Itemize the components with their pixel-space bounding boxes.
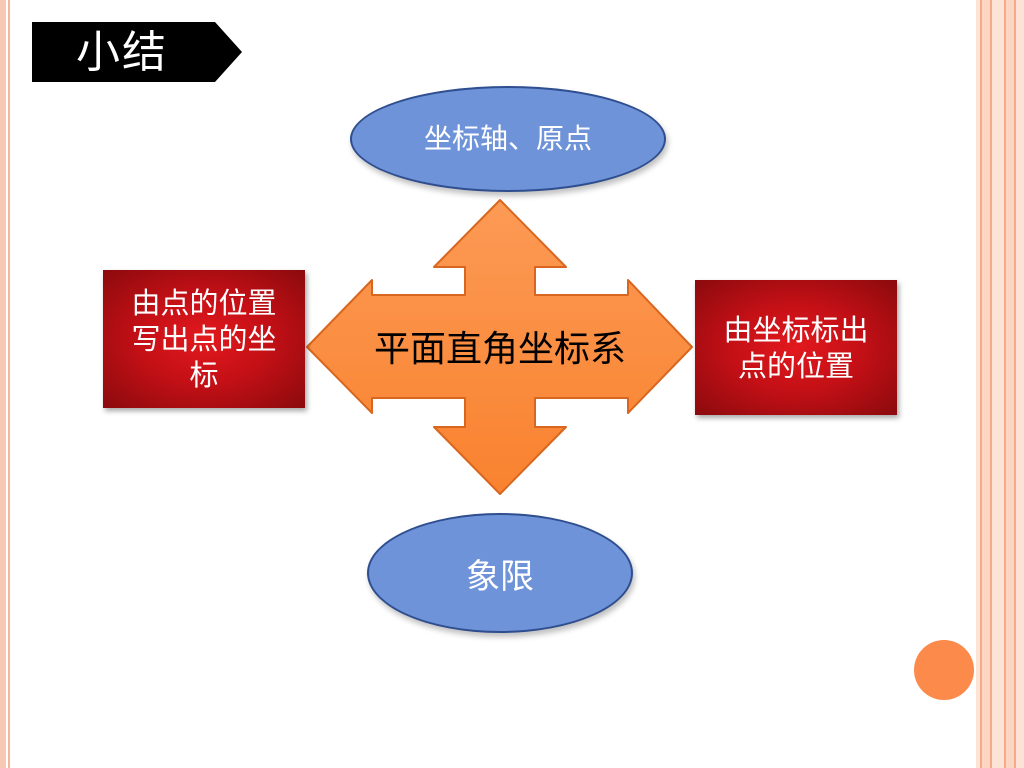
node-bottom-ellipse: 象限 <box>367 513 633 633</box>
right-border-stripes <box>976 0 1024 768</box>
slide-title: 小结 <box>76 27 168 78</box>
title-tag-shape <box>32 22 242 82</box>
node-bottom-label: 象限 <box>466 556 534 597</box>
node-top-label: 坐标轴、原点 <box>423 122 592 155</box>
left-border-stripe <box>0 0 6 768</box>
four-way-arrow <box>306 199 693 495</box>
node-top-ellipse: 坐标轴、原点 <box>350 86 666 192</box>
decorative-circle <box>914 640 974 700</box>
four-way-arrow-shape <box>306 199 693 495</box>
left-border-line <box>8 0 10 768</box>
node-left-box: 由点的位置写出点的坐标 <box>103 270 305 408</box>
node-right-box: 由坐标标出点的位置 <box>695 280 897 415</box>
center-label: 平面直角坐标系 <box>373 329 626 370</box>
node-left-label: 由点的位置写出点的坐标 <box>131 286 277 392</box>
node-right-label: 由坐标标出点的位置 <box>723 312 869 383</box>
